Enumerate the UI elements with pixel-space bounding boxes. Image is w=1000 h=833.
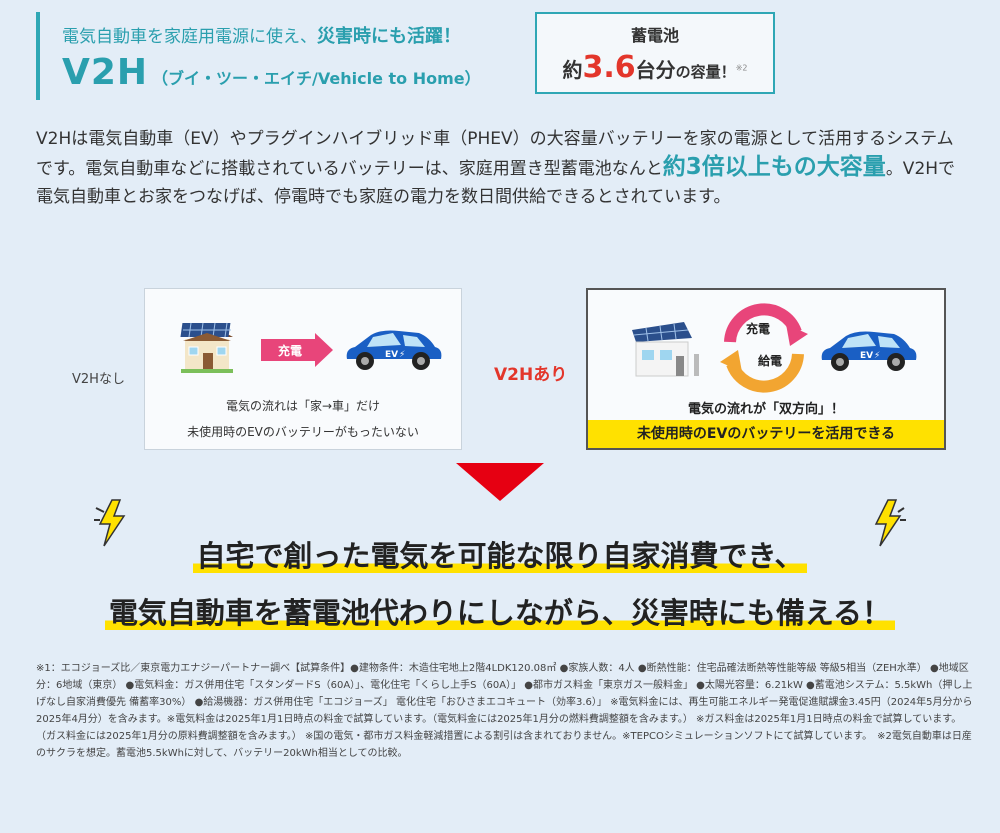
message-line-1: 自宅で創った電気を可能な限り自家消費でき、: [0, 533, 1000, 575]
spark-left-icon: [94, 499, 126, 547]
ev-badge-2: EV: [860, 351, 873, 361]
intro-text-2: 。V2Hで電気自動車とお家をつなげば、停電時でも家庭の電力を数日間供給できるとさ…: [36, 159, 956, 207]
with-v2h-panel: 充電 給電 EV ⚡ 電気の流れが「双方向」！ 未使用時のEVのバッテリーを活用…: [586, 288, 946, 450]
capacity-suffix: の容量！: [675, 63, 736, 81]
header-subtitle-text: 電気自動車を家庭用電源に使え、: [62, 27, 317, 47]
ev-car-icon-2: EV ⚡: [821, 331, 917, 371]
header-subtitle-strong: 災害時にも活躍！: [317, 26, 461, 47]
down-arrow-icon: [456, 463, 544, 501]
cycle-supply-label: 給電: [758, 354, 783, 368]
modern-house-icon: [632, 322, 699, 377]
intro-highlight: 約3倍以上もの大容量: [662, 154, 886, 180]
intro-paragraph: V2Hは電気自動車（EV）やプラグインハイブリッド車（PHEV）の大容量バッテリ…: [36, 125, 966, 211]
svg-text:⚡: ⚡: [874, 351, 880, 361]
message-line-1-text: 自宅で創った電気を可能な限り自家消費でき、: [192, 539, 808, 573]
capacity-prefix: 約: [562, 58, 583, 82]
ev-badge: EV: [385, 350, 398, 360]
bidirectional-cycle-icon: [720, 303, 808, 393]
page-title-main: V2H: [62, 52, 149, 93]
message-line-2: 電気自動車を蓄電池代わりにしながら、災害時にも備える！: [0, 590, 1000, 632]
without-v2h-label: V2Hなし: [72, 372, 125, 387]
header-subtitle: 電気自動車を家庭用電源に使え、災害時にも活躍！: [62, 22, 461, 48]
footnotes: ※1：エコジョーズ比／東京電力エナジーパートナー調べ【試算条件】●建物条件：木造…: [36, 663, 973, 759]
with-highlight-bar: 未使用時のEVのバッテリーを活用できる: [588, 420, 944, 448]
without-waste-text: 未使用時のEVのバッテリーがもったいない: [187, 425, 419, 439]
capacity-label: 蓄電池: [630, 26, 679, 45]
page-title: V2H（ブイ・ツー・エイチ/Vehicle to Home）: [62, 52, 481, 93]
charge-arrow-icon: [261, 333, 333, 367]
with-v2h-label: V2Hあり: [494, 365, 568, 385]
with-flow-text: 電気の流れが「双方向」！: [687, 402, 844, 417]
ev-car-icon: EV ⚡: [346, 330, 442, 370]
without-v2h-panel: 充電 EV ⚡ 電気の流れは「家→車」だけ 未使用時のEVのバッテリーがもったい…: [144, 288, 462, 450]
capacity-line: 約3.6台分の容量！※2: [537, 50, 773, 85]
header-accent-bar: [36, 12, 40, 100]
capacity-number: 3.6: [582, 50, 636, 85]
capacity-box: 蓄電池 約3.6台分の容量！※2: [535, 12, 775, 94]
message-line-2-text: 電気自動車を蓄電池代わりにしながら、災害時にも備える！: [104, 596, 896, 630]
charge-arrow-label: 充電: [277, 344, 302, 358]
cycle-charge-label: 充電: [746, 322, 771, 336]
without-flow-text: 電気の流れは「家→車」だけ: [225, 399, 381, 413]
page-title-sub: （ブイ・ツー・エイチ/Vehicle to Home）: [152, 69, 481, 88]
spark-right-icon: [874, 499, 906, 547]
capacity-note: ※2: [735, 63, 748, 73]
capacity-unit: 台分: [635, 58, 676, 82]
house-solar-icon: [180, 322, 233, 373]
svg-text:⚡: ⚡: [399, 350, 405, 360]
intro-text-1: V2Hは電気自動車（EV）やプラグインハイブリッド車（PHEV）の大容量バッテリ…: [36, 129, 954, 179]
